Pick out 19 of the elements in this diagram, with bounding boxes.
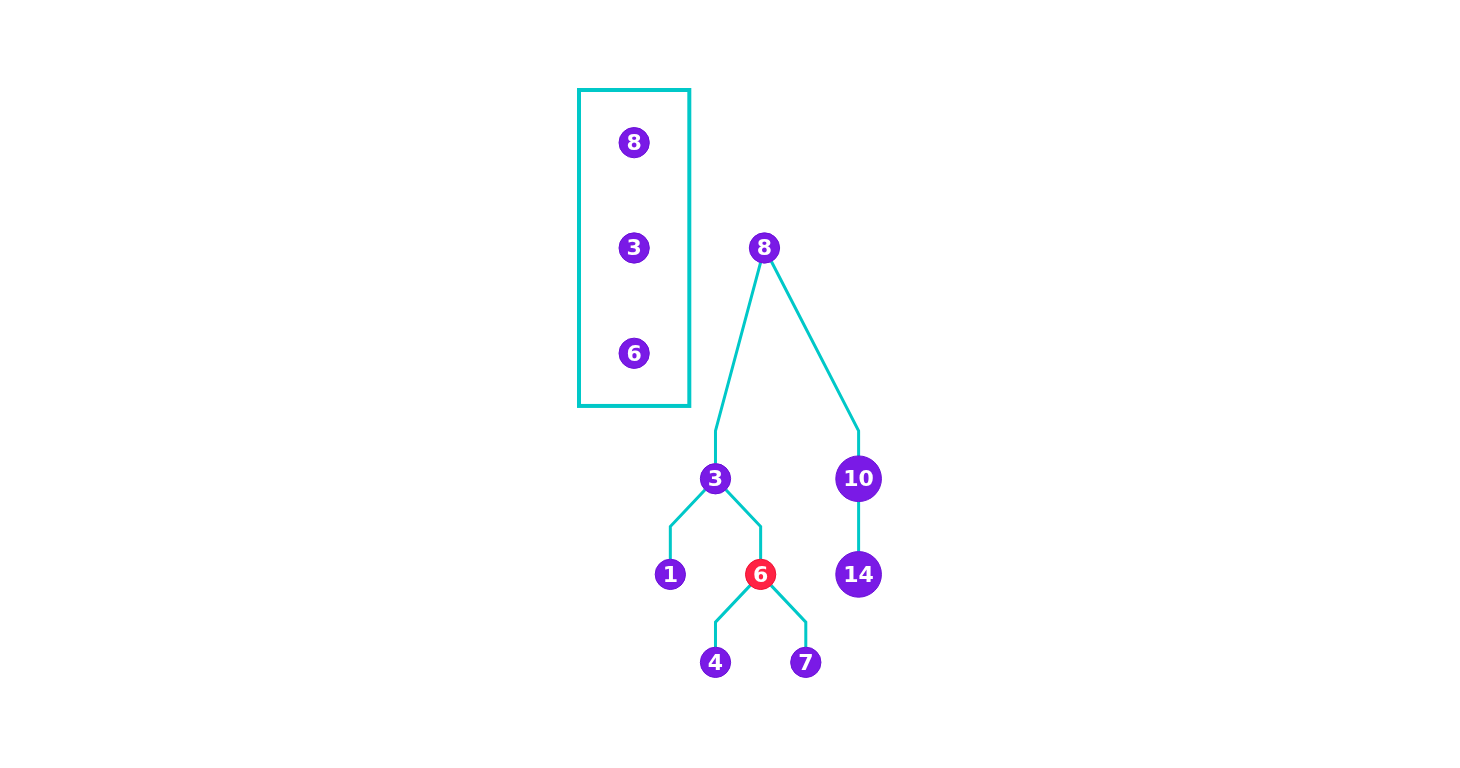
node-circle: 10	[835, 455, 882, 502]
node-circle: 4	[699, 646, 731, 678]
connector	[713, 583, 752, 647]
connector	[769, 583, 808, 647]
cluster	[576, 87, 692, 408]
connector	[724, 488, 762, 559]
connector	[668, 488, 706, 559]
connector	[856, 501, 860, 552]
node-circle: 14	[835, 550, 882, 598]
node-circle: 1	[654, 558, 686, 590]
node-circle: 6	[618, 337, 650, 369]
node-circle: 7	[789, 646, 822, 678]
connector	[769, 260, 860, 456]
node-circle: 3	[618, 231, 650, 264]
node-circle: 8	[618, 126, 650, 158]
node-circle: 8	[748, 231, 780, 264]
node-circle: 6	[744, 558, 777, 590]
node-circle: 3	[699, 462, 731, 494]
connector	[713, 261, 762, 464]
